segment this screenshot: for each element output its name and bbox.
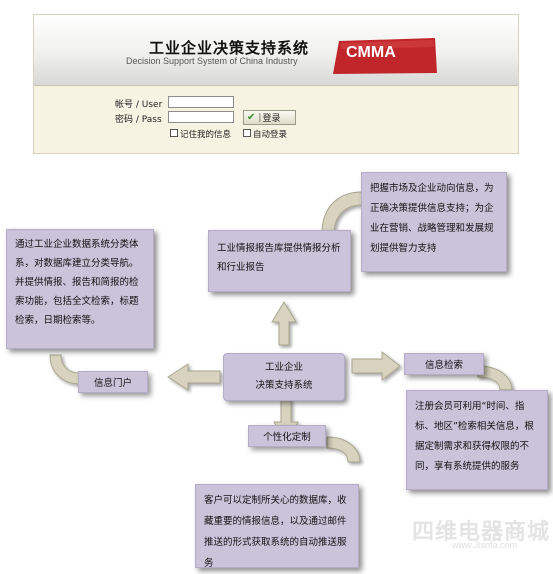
info-search-note: 注册会员可利用“时间、指标、地区”检索相关信息，根据定制需求和获得权限的不同，享… [406, 390, 548, 490]
watermark-text: 四维电器商城 [412, 519, 551, 544]
curve-left-icon [49, 354, 81, 385]
remember-me-checkbox[interactable] [170, 129, 178, 137]
username-label: 帐号 / User [115, 100, 163, 110]
customization-note: 客户可以定制所关心的数据库，收藏重要的情报信息，以及通过邮件推送的形式获取系统的… [195, 484, 359, 569]
customization-label: 个性化定制 [248, 425, 326, 447]
auto-login-checkbox[interactable] [243, 129, 251, 137]
info-portal-label: 信息门户 [78, 371, 148, 393]
info-search-label: 信息检索 [404, 353, 484, 375]
curve-bottom-icon [326, 436, 361, 463]
password-input[interactable] [168, 111, 234, 123]
login-panel: 工业企业决策支持系统 Decision Support System of Ch… [33, 14, 519, 154]
curve-top-icon [321, 191, 363, 235]
header-banner: 工业企业决策支持系统 Decision Support System of Ch… [34, 15, 518, 86]
password-label: 密码 / Pass [115, 115, 162, 125]
arrow-right-icon [351, 350, 401, 382]
username-input[interactable] [168, 96, 234, 108]
market-info-note: 把握市场及企业动向信息，为正确决策提供信息支持；为企业在营销、战略管理和发展规划… [361, 172, 507, 272]
system-subtitle: Decision Support System of China Industr… [126, 56, 298, 66]
arrow-left-icon [167, 363, 221, 391]
login-button-label: 登录 [262, 114, 281, 124]
remember-me-label: 记住我的信息 [180, 130, 232, 140]
system-title: 工业企业决策支持系统 [149, 39, 310, 57]
watermark-url: www.Jtsnfa.com [452, 540, 518, 550]
brand-text: CMMA [346, 44, 396, 61]
arrow-up-icon [271, 301, 297, 346]
info-portal-note: 通过工业企业数据系统分类体系，对数据库建立分类导航。并提供情报、报告和简报的检索… [6, 229, 154, 349]
checkmark-icon: ✔ [247, 112, 256, 123]
auto-login-label: 自动登录 [253, 130, 288, 140]
cmma-logo-icon [333, 38, 437, 74]
report-library-box: 工业情报报告库提供情报分析和行业报告 [208, 230, 351, 292]
login-button[interactable]: ✔ | 登录 [243, 110, 296, 125]
system-center-node: 工业企业 决策支持系统 [223, 353, 345, 401]
